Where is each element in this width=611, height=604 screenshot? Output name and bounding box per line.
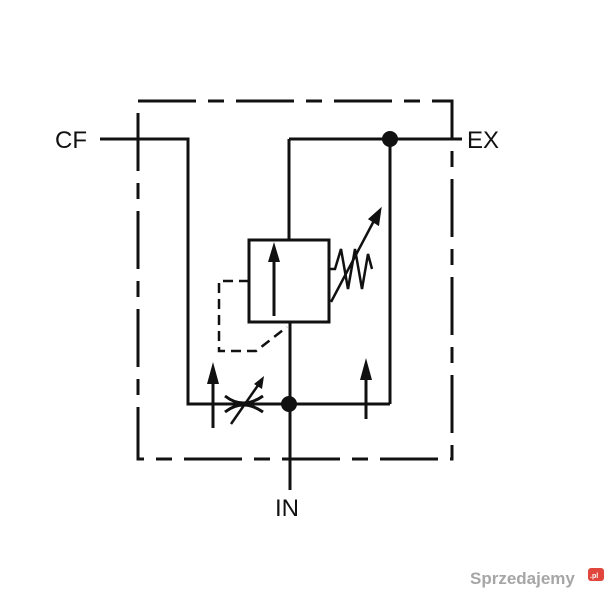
junction-dot-bottom (281, 396, 297, 412)
port-label-in: IN (275, 495, 299, 522)
port-label-ex: EX (467, 127, 499, 154)
watermark: Sprzedajemy .pl (470, 568, 604, 588)
variable-restrictor-icon (224, 376, 264, 425)
valve-enclosure-boundary (136, 99, 454, 461)
flow-arrow-left (207, 362, 219, 428)
watermark-badge (588, 568, 604, 581)
watermark-text: Sprzedajemy (470, 569, 575, 588)
port-label-cf: CF (55, 127, 87, 154)
watermark-badge-text: .pl (590, 573, 598, 580)
pilot-control-line (217, 279, 288, 353)
junction-dot-top (382, 131, 398, 147)
valve-flow-arrow (268, 242, 280, 316)
flow-arrow-right (360, 358, 372, 419)
relief-valve-body (247, 238, 331, 324)
adjustable-spring-icon (329, 206, 382, 303)
